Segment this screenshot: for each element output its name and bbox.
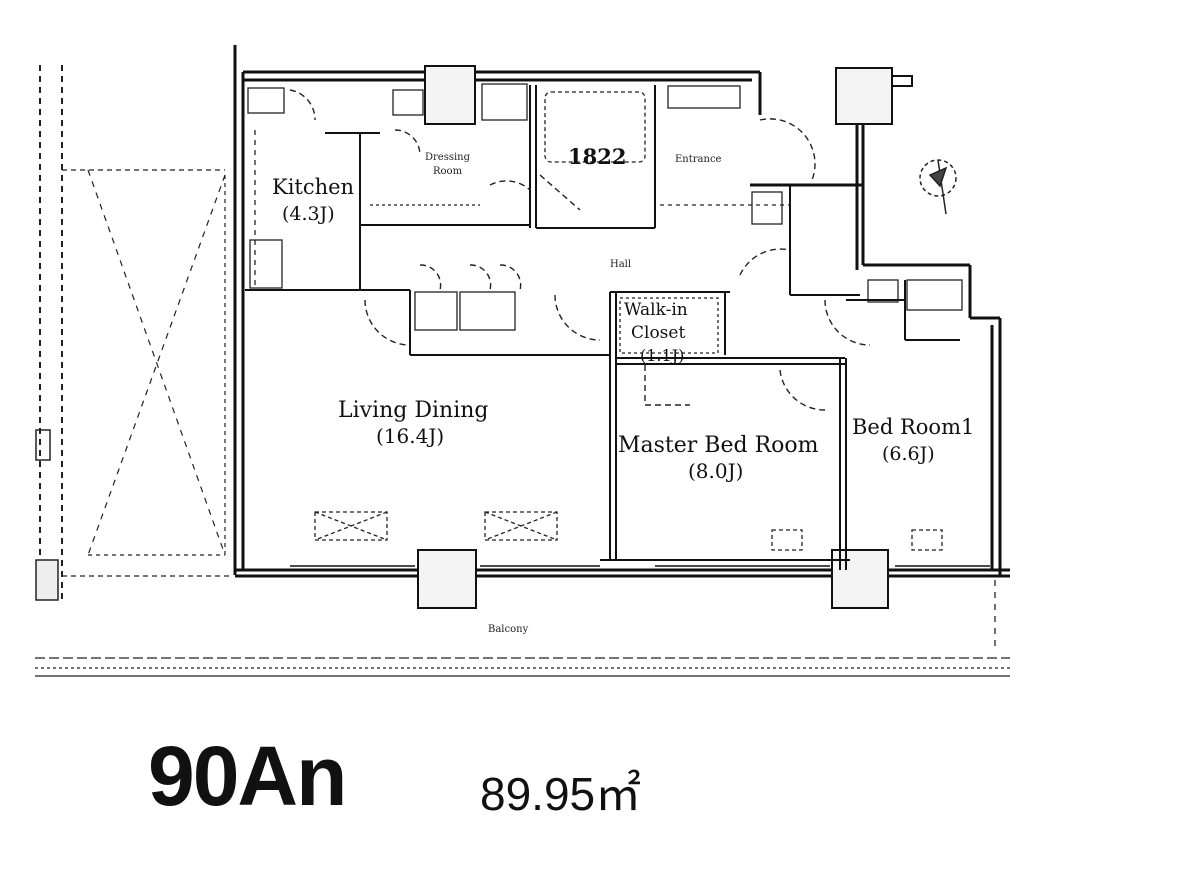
ac-units	[314, 511, 943, 551]
label-kitchen: Kitchen	[272, 175, 354, 199]
label-dressing-room: Room	[433, 166, 463, 177]
label-master: Master Bed Room	[618, 433, 819, 458]
fixtures	[247, 83, 963, 354]
label-dressing: Dressing	[425, 152, 471, 163]
unit-area: 89.95㎡	[480, 758, 641, 824]
label-kitchen-size: (4.3J)	[282, 203, 335, 225]
label-walkin-size: (1.1J)	[640, 346, 684, 365]
unit-code: 90An	[148, 729, 347, 823]
label-living: Living Dining	[338, 398, 489, 423]
door-swings	[289, 89, 871, 411]
label-hall: Hall	[610, 259, 631, 270]
label-bed1: Bed Room1	[852, 415, 974, 439]
room-labels: Kitchen (4.3J) Dressing Room 1822 Entran…	[272, 144, 974, 635]
label-living-size: (16.4J)	[376, 424, 444, 448]
interior-walls	[245, 85, 960, 570]
label-walkin-1: Walk-in	[624, 300, 688, 320]
label-bed1-size: (6.6J)	[882, 443, 935, 465]
compass-icon	[919, 159, 957, 215]
structural-columns	[417, 65, 913, 609]
void-area	[35, 65, 232, 601]
label-master-size: (8.0J)	[688, 459, 743, 483]
outer-walls	[233, 45, 1010, 578]
label-walkin-2: Closet	[631, 323, 685, 343]
unit-area-value: 89.95	[480, 768, 596, 820]
balcony-edge	[35, 580, 1010, 677]
label-entrance: Entrance	[675, 154, 722, 165]
label-balcony: Balcony	[488, 624, 529, 635]
unit-area-unit: ㎡	[595, 768, 642, 820]
label-bath: 1822	[568, 144, 626, 169]
